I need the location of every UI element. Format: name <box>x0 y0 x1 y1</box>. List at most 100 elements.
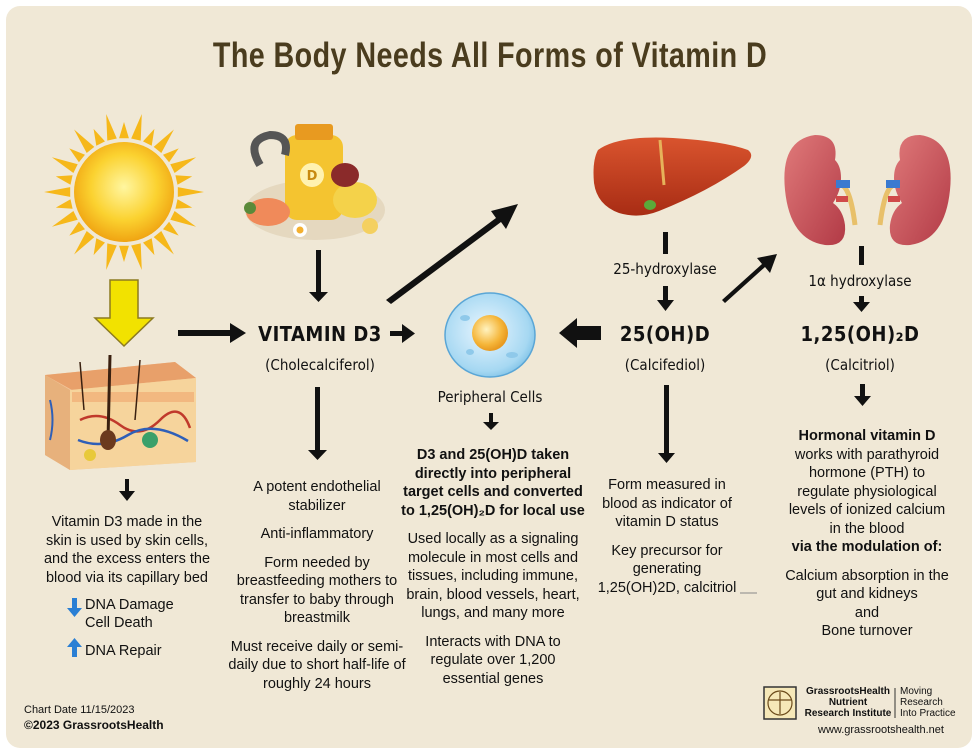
sun-ray <box>175 199 193 209</box>
sun-ray <box>131 114 142 141</box>
chart-date: Chart Date 11/15/2023 <box>24 704 135 716</box>
liver-image <box>593 137 752 216</box>
calcitriol-subtitle: (Calcitriol) <box>825 356 895 374</box>
tagline-line-3: Into Practice <box>900 708 956 719</box>
cell-to-notes-arrow <box>483 413 499 430</box>
calcitriol-note-2: Calcium absorption in the gut and kidney… <box>785 567 949 603</box>
calcifediol-notes: Form measured in blood as indicator of v… <box>592 476 742 607</box>
calcitriol-note-bold: Hormonal vitamin D <box>798 428 936 444</box>
calcitriol-to-notes-arrow <box>854 384 871 406</box>
sun-icon <box>44 114 204 270</box>
sun-ray <box>69 221 85 236</box>
calcifediol-to-cell-arrow <box>559 318 601 348</box>
peripheral-note-bold: D3 and 25(OH)D taken directly into perip… <box>401 447 585 519</box>
sun-ray <box>74 129 95 153</box>
skin-description: Vitamin D3 made in the skin is used by s… <box>43 514 211 586</box>
sun-ray <box>51 157 78 173</box>
cell-death-label: Cell Death <box>85 615 153 631</box>
food-to-d3-arrow <box>309 250 328 302</box>
copyright: ©2023 GrassrootsHealth <box>24 718 164 732</box>
website-link[interactable]: www.grassrootshealth.net <box>818 724 944 736</box>
sun-ray <box>74 231 95 255</box>
dna-damage-label: DNA Damage <box>85 597 174 613</box>
vitamin-d3-notes: A potent endothelial stabilizer Anti-inf… <box>228 478 406 703</box>
enzyme-to-calcifediol-arrow <box>657 286 674 311</box>
sun-ray <box>119 245 129 262</box>
logo-emblem <box>763 686 797 720</box>
sun-ray <box>106 243 117 270</box>
calcitriol-label: 1,25(OH)₂D <box>800 322 920 346</box>
peripheral-cells-label: Peripheral Cells <box>437 388 543 406</box>
sun-ray <box>153 231 174 255</box>
sun-ray <box>170 211 197 227</box>
sun-ray <box>153 129 174 153</box>
d3-note-2: Anti-inflammatory <box>260 526 374 542</box>
calcifediol-note-2: Key precursor for generating 1,25(OH)2D,… <box>597 542 737 596</box>
d3-note-1: A potent endothelial stabilizer <box>253 479 381 514</box>
page-title: The Body Needs All Forms of Vitamin D <box>212 36 768 75</box>
tagline-line-2: Research <box>900 697 943 708</box>
dna-repair-label: DNA Repair <box>85 643 162 659</box>
food-sources-image: D <box>244 124 385 240</box>
logo-line-3: Research Institute <box>804 708 892 719</box>
d3-to-cell-arrow <box>390 324 415 343</box>
sun-ray <box>143 128 155 146</box>
calcifediol-to-notes-arrow <box>658 385 675 463</box>
calcitriol-note-3: Bone turnover <box>821 623 913 639</box>
sun-ray <box>93 128 105 146</box>
sun-ray <box>44 187 71 197</box>
kidneys-image <box>784 135 951 246</box>
calcifediol-subtitle: (Calcifediol) <box>624 356 706 374</box>
kidney-enzyme-line <box>859 246 864 265</box>
skin-to-d3-arrow <box>178 323 246 343</box>
calcifediol-to-kidney-arrow <box>722 254 777 303</box>
sun-ray <box>93 238 105 256</box>
sun-to-skin-arrow <box>93 279 155 348</box>
calcitriol-notes: Hormonal vitamin D works with parathyroi… <box>782 427 952 641</box>
svg-text:D: D <box>307 169 318 184</box>
1-alpha-hydroxylase-label: 1α hydroxylase <box>808 272 912 290</box>
tagline-line-1: Moving <box>900 686 933 697</box>
peripheral-cell-image <box>444 292 536 378</box>
sun-ray <box>55 199 73 209</box>
liver-enzyme-line <box>663 232 668 254</box>
skin-to-notes-arrow <box>119 479 135 501</box>
calcitriol-note-bold-2: via the modulation of: <box>791 539 943 555</box>
d3-to-notes-arrow <box>308 387 327 460</box>
skin-cross-section-image <box>45 354 196 470</box>
calcitriol-note-and: and <box>854 604 880 621</box>
sun-ray <box>170 157 197 173</box>
peripheral-note-2: Used locally as a signaling molecule in … <box>406 531 580 621</box>
d3-to-liver-arrow <box>386 204 518 304</box>
logo-line-1: GrassrootsHealth <box>806 686 890 697</box>
sun-ray <box>175 175 193 185</box>
logo-line-2: Nutrient <box>828 697 868 708</box>
sun-ray <box>69 148 85 163</box>
sun-ray <box>119 122 129 139</box>
vitamin-d3-subtitle: (Cholecalciferol) <box>265 356 375 374</box>
flow-arrows <box>119 204 871 501</box>
enzyme-to-calcitriol-arrow <box>853 296 870 312</box>
d3-note-3: Form needed by breastfeeding mothers to … <box>236 554 398 627</box>
peripheral-note-3: Interacts with DNA to regulate over 1,20… <box>425 633 561 687</box>
calcitriol-note-1: works with parathyroid hormone (PTH) to … <box>788 446 946 537</box>
peripheral-notes: D3 and 25(OH)D taken directly into perip… <box>400 446 586 698</box>
sun-ray <box>55 175 73 185</box>
sun-ray <box>51 211 78 227</box>
tagline: Moving Research Into Practice <box>900 686 956 719</box>
calcifediol-label: 25(OH)D <box>619 322 711 346</box>
sun-ray <box>143 238 155 256</box>
sun-ray <box>163 148 179 163</box>
d3-note-4: Must receive daily or semi-daily due to … <box>228 638 406 692</box>
sun-ray <box>163 221 179 236</box>
vitamin-d3-label: VITAMIN D3 <box>258 322 382 346</box>
25-hydroxylase-label: 25-hydroxylase <box>613 260 717 278</box>
up-arrow-icon <box>67 638 82 657</box>
down-arrow-icon <box>67 598 82 617</box>
sun-ray <box>106 114 117 141</box>
sun-ray <box>131 243 142 270</box>
sun-ray <box>177 187 204 197</box>
logo-text: GrassrootsHealth Nutrient Research Insti… <box>802 686 894 719</box>
